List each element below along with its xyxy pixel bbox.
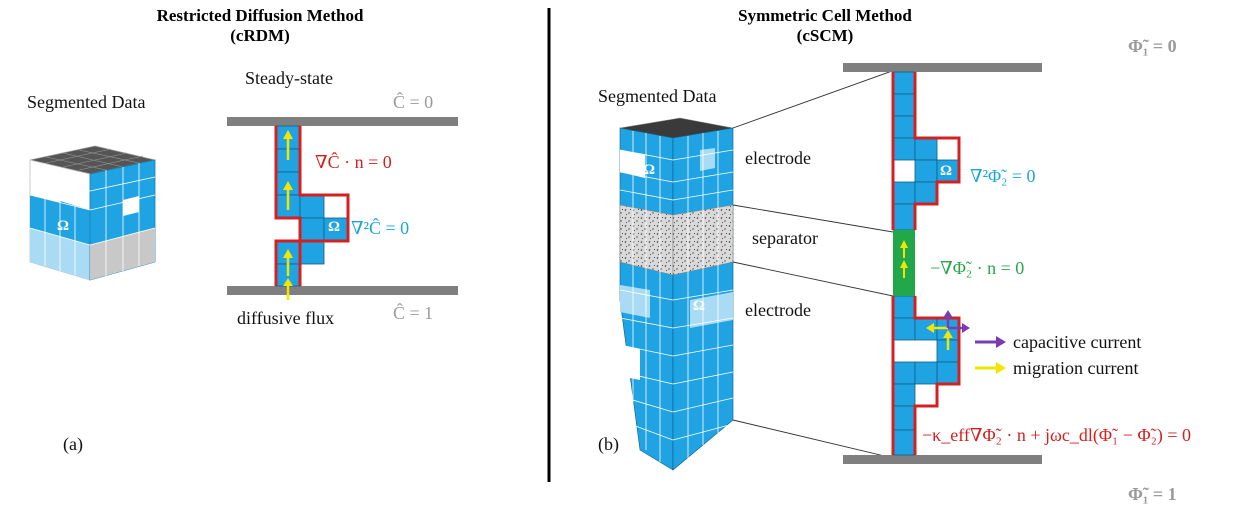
bottom-bc-a: Ĉ = 1 — [393, 303, 434, 323]
segmented-prism-b — [619, 117, 734, 471]
title-a: Restricted Diffusion Method — [156, 6, 364, 25]
top-bc-b: Φ̃₁ = 0 — [1128, 36, 1177, 56]
wall-boundary-a-left — [274, 126, 302, 286]
legend-arrows — [975, 336, 1006, 374]
bottom-plate-a — [227, 286, 458, 295]
zoom-connector-lines — [732, 69, 896, 459]
top-bc-a: Ĉ = 0 — [393, 92, 434, 112]
domain-eq-a: ∇²Ĉ = 0 — [351, 218, 410, 238]
wall-boundary-b-right-lower — [913, 296, 961, 455]
omega-prism-top: Ω — [643, 162, 656, 178]
bottom-plate-b — [843, 455, 1042, 464]
omega-prism-bottom: Ω — [693, 298, 706, 314]
legend-migration: migration current — [1013, 358, 1139, 378]
omega-b: Ω — [940, 163, 953, 179]
steady-state-label: Steady-state — [245, 68, 333, 88]
wall-boundary-b-right — [913, 72, 961, 230]
top-plate-b — [843, 63, 1042, 72]
omega-a: Ω — [328, 219, 341, 235]
segmented-label-b: Segmented Data — [598, 86, 717, 106]
segmented-cube-a — [29, 145, 156, 281]
interface-bc-b: −κ_eff∇Φ̃₂ · n + jωc_dl(Φ̃₁ − Φ̃₂) = 0 — [922, 425, 1192, 445]
subtitle-a: (cRDM) — [230, 26, 290, 45]
interface-current-arrows — [926, 310, 970, 350]
electrode-label-bottom: electrode — [745, 300, 811, 320]
wall-boundary-a-right — [298, 126, 350, 286]
omega-cube-a: Ω — [57, 218, 70, 234]
migration-arrows-separator — [900, 240, 908, 278]
separator-label: separator — [752, 228, 818, 248]
legend-capacitive: capacitive current — [1013, 332, 1142, 352]
flux-arrows-a — [283, 130, 293, 300]
diffusive-flux-label: diffusive flux — [237, 308, 335, 328]
electrode-label-top: electrode — [745, 148, 811, 168]
panel-label-a: (a) — [63, 434, 83, 454]
top-plate-a — [227, 117, 458, 126]
bottom-bc-b: Φ̃₁ = 1 — [1128, 484, 1177, 504]
panel-label-b: (b) — [598, 434, 619, 454]
domain-eq-b: ∇²Φ̃₂ = 0 — [970, 166, 1036, 186]
title-b: Symmetric Cell Method — [738, 6, 912, 25]
subtitle-b: (cSCM) — [796, 26, 854, 45]
segmented-label-a: Segmented Data — [27, 92, 146, 112]
separator-bc-b: −∇Φ̃₂ · n = 0 — [930, 258, 1025, 278]
wall-bc-a: ∇Ĉ · n = 0 — [315, 152, 392, 172]
